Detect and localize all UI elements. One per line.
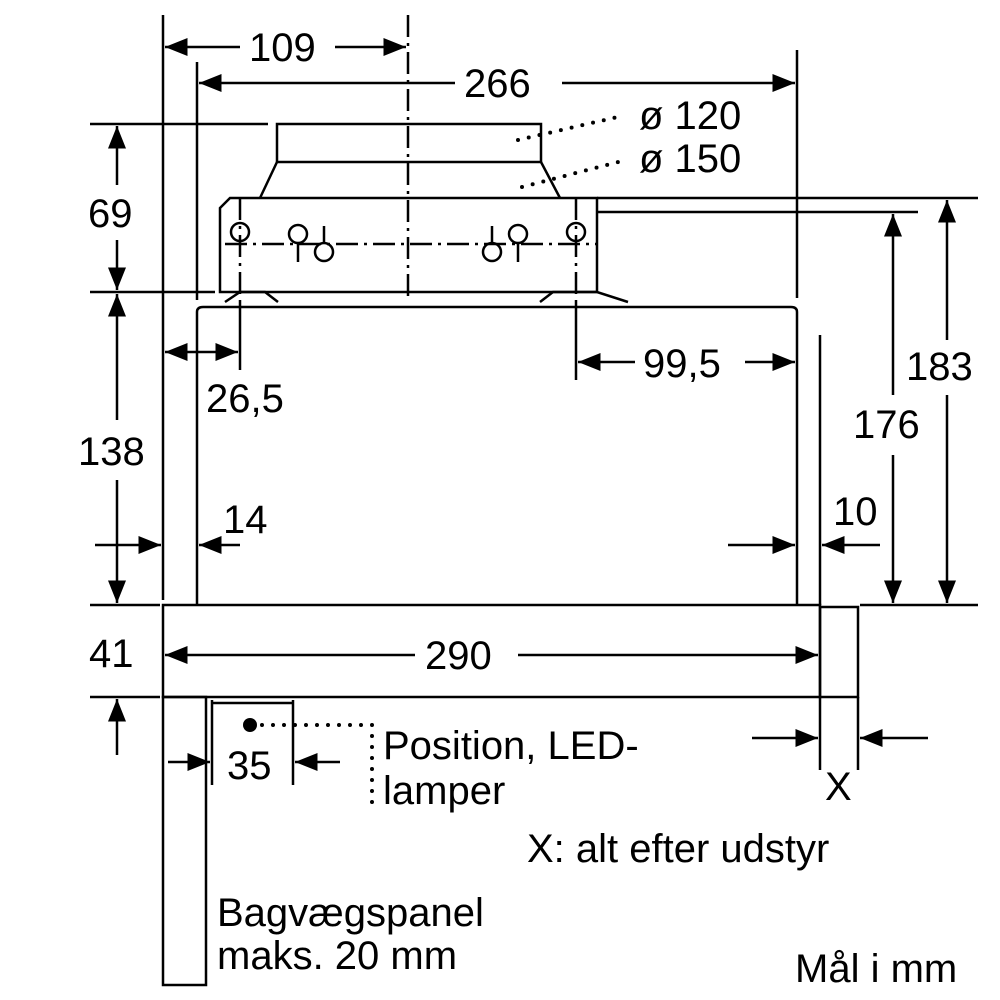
dim-x: X [825, 765, 852, 809]
duct-150 [258, 161, 562, 199]
duct-120 [275, 122, 543, 164]
label-back-panel-1: Bagvægspanel [217, 891, 484, 935]
dim-99-5: 99,5 [640, 344, 724, 384]
dim-183: 183 [903, 347, 976, 387]
label-led-position-2: lamper [383, 769, 506, 813]
front-trim [818, 605, 860, 699]
dim-10: 10 [833, 490, 878, 534]
dim-109: 109 [246, 28, 319, 68]
label-x-note: X: alt efter udstyr [527, 827, 830, 871]
back-wall-panel [161, 695, 208, 987]
dim-69: 69 [85, 194, 136, 234]
label-back-panel-2: maks. 20 mm [217, 934, 458, 978]
dim-176: 176 [850, 405, 923, 445]
dim-266: 266 [461, 64, 534, 104]
dim-138: 138 [75, 432, 148, 472]
dim-14: 14 [223, 498, 268, 542]
dim-26-5: 26,5 [206, 377, 284, 421]
keyholes [229, 221, 587, 263]
label-units: Mål i mm [795, 947, 958, 991]
led-position-dot [243, 718, 257, 732]
label-duct-150: ø 150 [639, 137, 742, 181]
leader-dots [260, 114, 628, 814]
dim-290: 290 [422, 636, 495, 676]
hood-body [195, 305, 799, 605]
label-duct-120: ø 120 [639, 94, 742, 138]
mounting-plate [218, 196, 599, 294]
label-led-position-1: Position, LED- [383, 724, 639, 768]
dim-35: 35 [227, 744, 272, 788]
dim-41: 41 [86, 634, 137, 674]
